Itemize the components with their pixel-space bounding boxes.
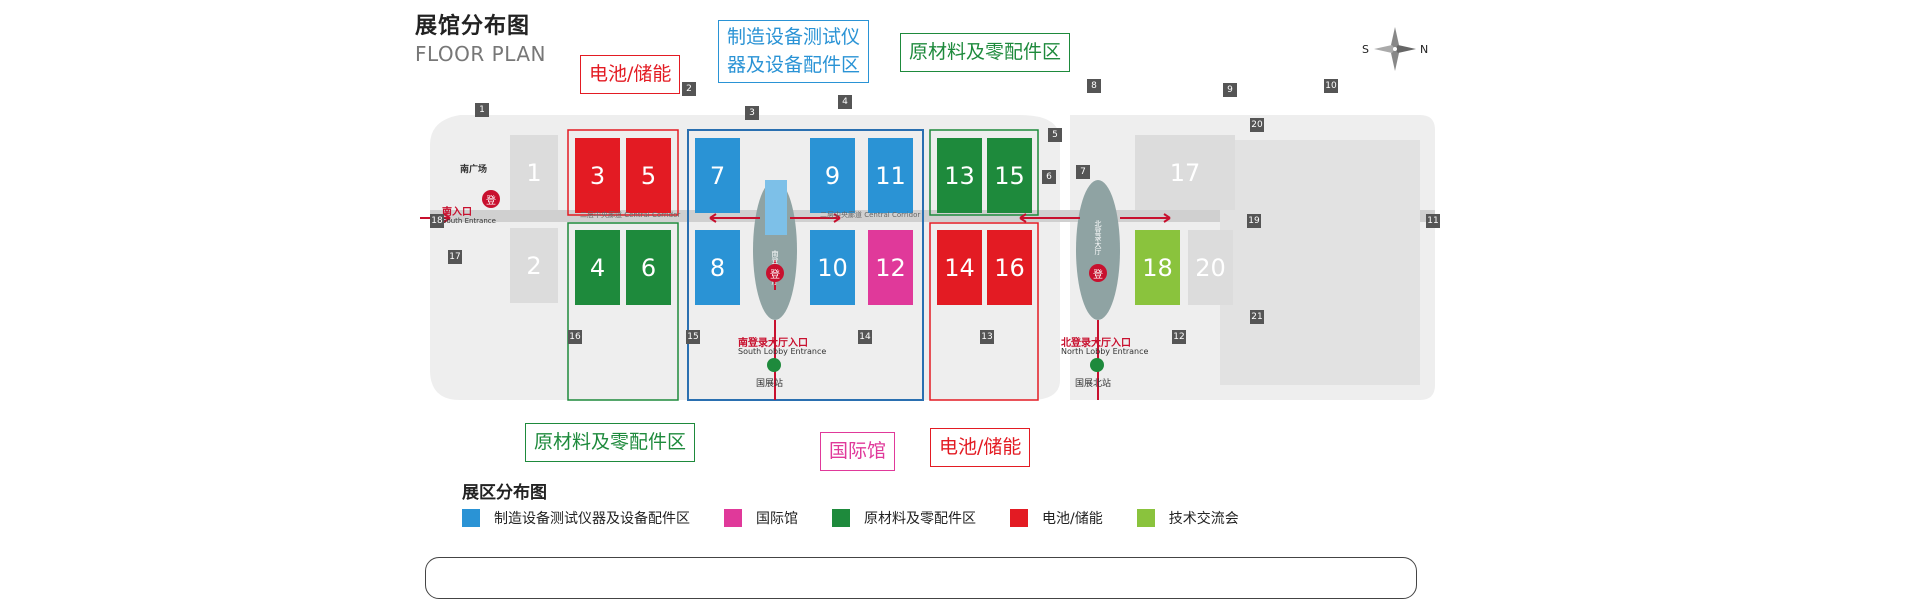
legend-item-battery: 电池/储能 xyxy=(1010,508,1103,528)
south-plaza-label: 南广场 xyxy=(460,165,488,175)
legend-label-international: 国际馆 xyxy=(756,511,798,527)
gate-7: 7 xyxy=(1076,165,1090,179)
legend: 制造设备测试仪器及设备配件区 国际馆 原材料及零配件区 电池/储能 技术交流会 xyxy=(462,508,1273,528)
gate-4: 4 xyxy=(838,95,852,109)
north-lobby-entrance-label: 北登录大厅入口 xyxy=(1061,338,1131,349)
gate-8: 8 xyxy=(1087,79,1101,93)
hall-18[interactable]: 18 xyxy=(1135,230,1180,305)
gate-11: 11 xyxy=(1426,214,1440,228)
hall-1: 1 xyxy=(510,135,558,210)
south-lobby-entrance-label: 南登录大厅入口 xyxy=(738,338,808,349)
south-reg-icon: 登 xyxy=(482,190,500,208)
south-entrance-label: 南入口 xyxy=(442,207,472,218)
corridor-label-right: 二层中央廊道 Central Corridor xyxy=(820,211,921,219)
floor-outline xyxy=(420,115,1435,401)
hall-3[interactable]: 3 xyxy=(575,138,620,213)
callout-equipment-top: 制造设备测试仪 器及设备配件区 xyxy=(718,20,870,84)
hall-5[interactable]: 5 xyxy=(626,138,671,213)
metro-guozhan-label: 国展站 xyxy=(756,379,784,389)
legend-title: 展区分布图 xyxy=(462,483,547,503)
legend-item-tech-exchange: 技术交流会 xyxy=(1136,508,1239,528)
gate-10: 10 xyxy=(1324,79,1338,93)
callout-battery-top: 电池/储能 xyxy=(580,55,681,94)
gate-12: 12 xyxy=(1172,330,1186,344)
hall-8[interactable]: 8 xyxy=(695,230,740,305)
hall-16[interactable]: 16 xyxy=(987,230,1032,305)
corridor-label-left: 二层中央廊道 Central Corridor xyxy=(580,211,681,219)
hall-9[interactable]: 9 xyxy=(810,138,855,213)
hall-4[interactable]: 4 xyxy=(575,230,620,305)
legend-swatch-blue xyxy=(462,509,480,527)
callout-international: 国际馆 xyxy=(820,432,896,471)
gate-19: 19 xyxy=(1247,214,1261,228)
page-subtitle: FLOOR PLAN xyxy=(415,42,546,66)
hall-20: 20 xyxy=(1188,230,1233,305)
legend-item-material: 原材料及零配件区 xyxy=(832,508,976,528)
hall-7[interactable]: 7 xyxy=(695,138,740,213)
metro-icon-guozhan xyxy=(767,358,781,372)
metro-guozhan-north-label: 国展北站 xyxy=(1075,379,1112,389)
hall-6[interactable]: 6 xyxy=(626,230,671,305)
legend-swatch-green xyxy=(832,509,850,527)
legend-label-material: 原材料及零配件区 xyxy=(864,511,976,527)
north-lobby-reg-icon: 登 xyxy=(1089,264,1107,282)
hall-13[interactable]: 13 xyxy=(937,138,982,213)
legend-label-battery: 电池/储能 xyxy=(1042,511,1103,527)
hall-2: 2 xyxy=(510,228,558,303)
legend-item-equipment: 制造设备测试仪器及设备配件区 xyxy=(462,508,690,528)
legend-item-international: 国际馆 xyxy=(724,508,798,528)
callout-equipment-line1: 制造设备测试仪 xyxy=(727,26,861,48)
callout-material-bottom: 原材料及零配件区 xyxy=(525,423,696,462)
south-lobby-reg-icon: 登 xyxy=(766,264,784,282)
bottom-panel xyxy=(425,557,1417,599)
gate-9: 9 xyxy=(1223,83,1237,97)
floor-plan: 1 2 3 5 4 6 7 8 9 10 11 12 13 15 14 16 1… xyxy=(420,79,1440,410)
hall-12[interactable]: 12 xyxy=(868,230,913,305)
compass-icon: S N xyxy=(1360,24,1430,74)
gate-3: 3 xyxy=(745,106,759,120)
metro-icon-guozhan-north xyxy=(1090,358,1104,372)
callout-material-top: 原材料及零配件区 xyxy=(900,33,1071,72)
legend-swatch-lime xyxy=(1136,509,1155,527)
north-lobby-entrance-en: North Lobby Entrance xyxy=(1061,347,1149,356)
gate-6: 6 xyxy=(1042,170,1056,184)
gate-13: 13 xyxy=(980,330,994,344)
gate-17: 17 xyxy=(448,250,462,264)
hall-11[interactable]: 11 xyxy=(868,138,913,213)
north-lobby-label: 北登录大厅 xyxy=(1094,220,1102,255)
callout-battery-bottom: 电池/储能 xyxy=(930,428,1031,467)
gate-5: 5 xyxy=(1048,128,1062,142)
gate-2: 2 xyxy=(682,82,696,96)
gate-16: 16 xyxy=(568,330,582,344)
hall-15[interactable]: 15 xyxy=(987,138,1032,213)
page-title: 展馆分布图 xyxy=(415,14,531,39)
gate-20: 20 xyxy=(1250,118,1264,132)
south-entrance-en: South Entrance xyxy=(442,217,496,225)
gate-15: 15 xyxy=(686,330,700,344)
south-lobby-entrance-en: South Lobby Entrance xyxy=(738,347,827,356)
legend-swatch-pink xyxy=(724,509,742,527)
legend-label-equipment: 制造设备测试仪器及设备配件区 xyxy=(494,511,690,527)
hall-17: 17 xyxy=(1135,135,1235,210)
legend-swatch-red xyxy=(1010,509,1028,527)
compass-north: N xyxy=(1420,43,1428,56)
hall-14[interactable]: 14 xyxy=(937,230,982,305)
hall-10[interactable]: 10 xyxy=(810,230,855,305)
callout-equipment-line2: 器及设备配件区 xyxy=(727,53,861,76)
gate-1: 1 xyxy=(475,103,489,117)
gate-21: 21 xyxy=(1250,310,1264,324)
legend-label-tech-exchange: 技术交流会 xyxy=(1168,511,1239,527)
compass-south: S xyxy=(1362,43,1369,56)
gate-18: 18 xyxy=(430,214,444,228)
gate-14: 14 xyxy=(858,330,872,344)
